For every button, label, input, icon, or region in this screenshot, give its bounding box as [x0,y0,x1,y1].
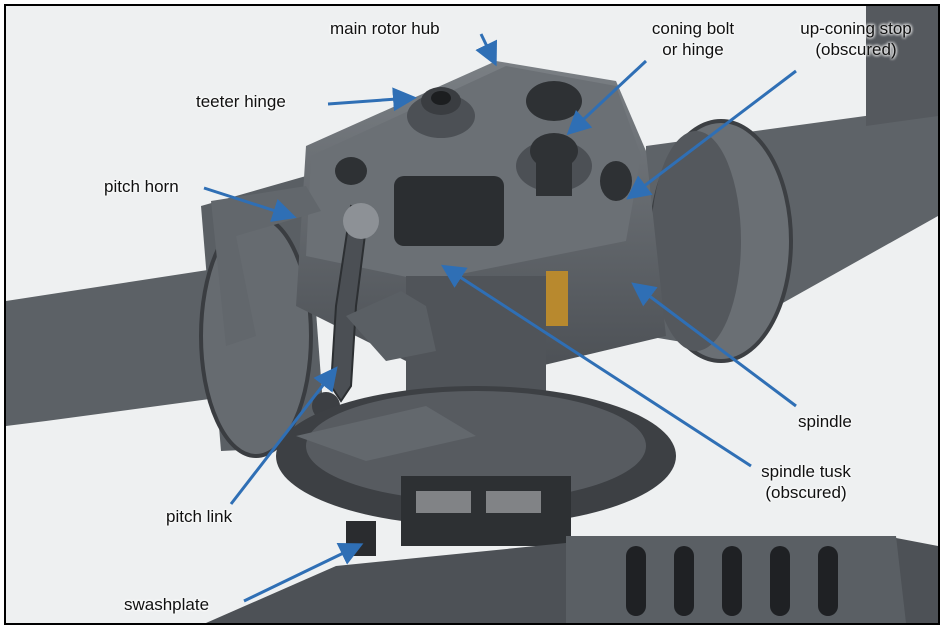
arrow-up-coning-stop [626,69,797,200]
label-up-coning-stop: up-coning stop (obscured) [776,18,936,60]
arrow-pitch-link [229,366,338,505]
placard-right [486,491,541,513]
label-coning-bolt: coning bolt or hinge [638,18,748,60]
arrow-main-rotor-hub [475,33,498,67]
teeter-hinge-bore [431,91,451,105]
label-spindle-tusk-line2: (obscured) [765,483,847,502]
arrow-spindle [631,282,797,408]
label-up-coning-stop-line1: up-coning stop [800,19,912,38]
pitch-link-upper-end [343,203,379,239]
arrow-swashplate [243,543,364,603]
fairing-vents [626,546,838,616]
arrow-spindle-tusk [440,264,752,468]
hub-hole-right [600,161,632,201]
right-grip-inner [651,131,741,351]
label-pitch-link: pitch link [166,507,233,526]
label-main-rotor-hub: main rotor hub [330,19,440,38]
rotor-hub-illustration [6,6,938,623]
label-spindle-tusk-line1: spindle tusk [761,462,851,481]
scissor-link [346,291,436,361]
swashplate-arm [296,406,476,461]
label-coning-bolt-line1: coning bolt [651,19,735,38]
label-swashplate: swashplate [124,595,210,614]
callout-arrows [203,33,797,603]
arrow-pitch-horn [203,186,297,222]
right-blade-top [866,6,938,126]
arrow-coning-bolt [566,59,648,136]
label-spindle-tusk: spindle tusk (obscured) [746,461,866,503]
label-pitch-horn: pitch horn [104,177,179,196]
diagram-frame: main rotor hub teeter hinge coning bolt … [4,4,940,625]
arrow-teeter-hinge [327,87,417,112]
label-spindle: spindle [798,412,852,431]
label-up-coning-stop-line2: (obscured) [815,40,897,59]
coning-bolt-nut [536,156,572,196]
label-coning-bolt-line2: or hinge [662,40,724,59]
spindle-tusk-glimpse [546,271,568,326]
placard-left [416,491,471,513]
label-teeter-hinge: teeter hinge [196,92,286,111]
pitch-horn-shape [211,186,321,346]
hub-window [394,176,504,246]
hub-hole-upper [526,81,582,121]
hub-hole-left [335,157,367,185]
